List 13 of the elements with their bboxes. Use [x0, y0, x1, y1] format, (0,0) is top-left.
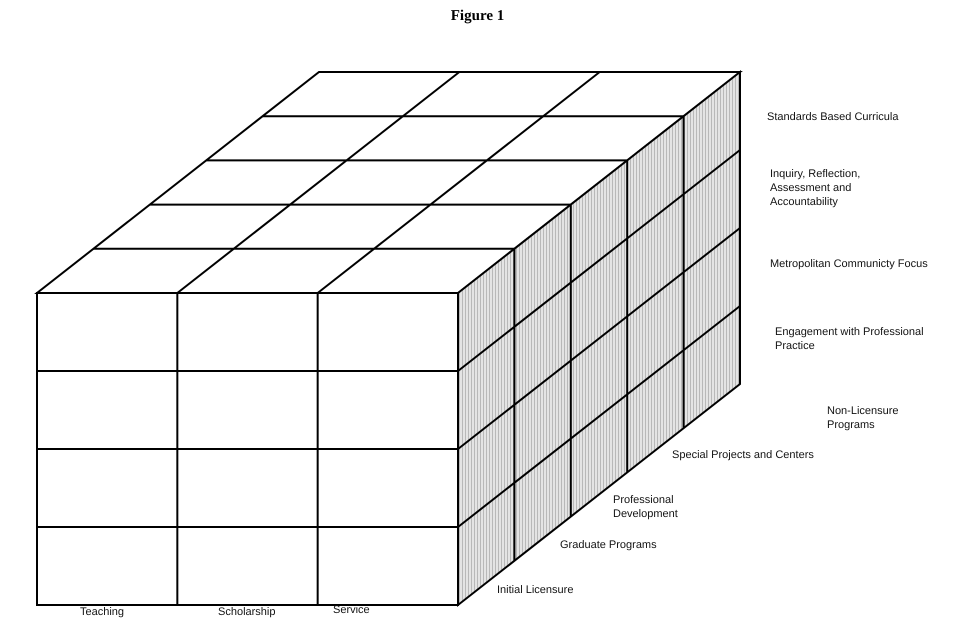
column-label: Scholarship: [218, 605, 276, 619]
column-label: Teaching: [80, 605, 124, 619]
column-label: Service: [333, 603, 370, 617]
row-label: Inquiry, Reflection, Assessment and Accountability: [770, 167, 862, 209]
depth-label: Graduate Programs: [560, 538, 657, 552]
depth-label: Initial Licensure: [497, 583, 574, 597]
depth-label: Non-Licensure Programs: [827, 404, 900, 432]
row-label: Metropolitan Communicty Focus: [770, 257, 928, 271]
depth-label: Special Projects and Centers: [672, 448, 814, 462]
depth-label: Professional Development: [613, 493, 679, 521]
figure-title: Figure 1: [450, 8, 506, 25]
row-label: Engagement with Professional Practice: [775, 325, 925, 353]
row-label: Standards Based Curricula: [767, 110, 898, 124]
